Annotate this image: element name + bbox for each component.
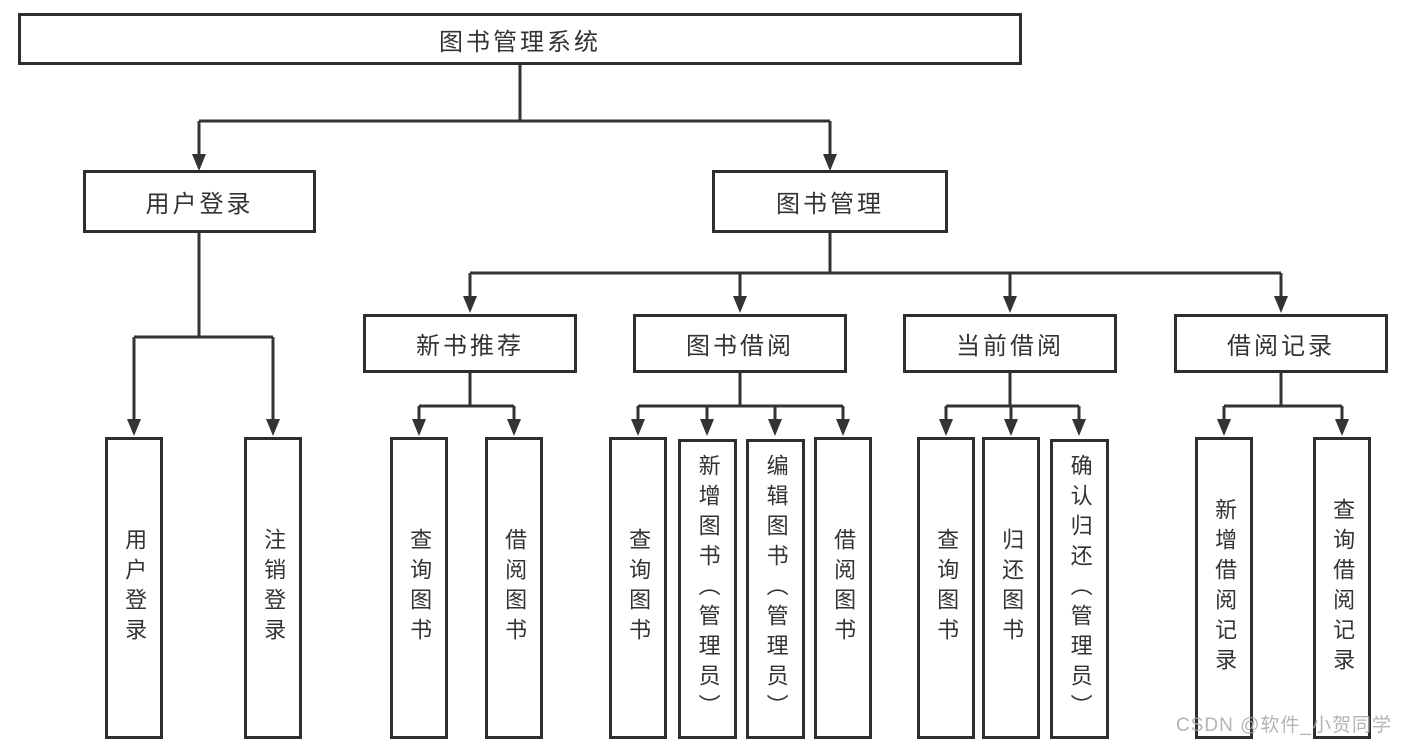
leaf-newbook-query-books: 查询图书 (390, 437, 448, 739)
leaf-newbook-borrow-books: 借阅图书 (485, 437, 543, 739)
node-label: 图书管理系统 (439, 28, 601, 56)
node-label: 借阅图书 (502, 528, 528, 648)
node-book-borrow: 图书借阅 (633, 314, 847, 373)
arrowheads-book-borrow (631, 419, 850, 436)
node-user-login: 用户登录 (83, 170, 316, 233)
node-label: 查询图书 (407, 528, 433, 648)
leaf-user-login: 用户登录 (105, 437, 163, 739)
node-label: 新增图书（管理员） (695, 454, 721, 724)
arrowhead (768, 419, 782, 436)
arrowheads-root-to-level2 (192, 154, 837, 171)
node-label: 注销登录 (261, 528, 287, 648)
arrowhead (939, 419, 953, 436)
arrowhead (1335, 419, 1349, 436)
node-label: 归还图书 (999, 528, 1025, 648)
connector-new-book-to-leaves (417, 373, 516, 421)
node-label: 图书管理 (776, 191, 884, 218)
arrowhead (1004, 419, 1018, 436)
arrowhead (192, 154, 206, 171)
arrowhead (127, 419, 141, 436)
arrowhead (1072, 419, 1086, 436)
node-borrow-records: 借阅记录 (1174, 314, 1388, 373)
arrowhead (1274, 296, 1288, 313)
node-label: 确认归还（管理员） (1067, 454, 1093, 724)
node-label: 借阅图书 (831, 528, 857, 648)
leaf-borrow-borrow-books: 借阅图书 (814, 437, 872, 739)
connector-book-management-to-level3 (468, 233, 1283, 298)
leaf-current-query-books: 查询图书 (917, 437, 975, 739)
leaf-records-query-record: 查询借阅记录 (1313, 437, 1371, 739)
node-label: 编辑图书（管理员） (763, 454, 789, 724)
node-label: 图书借阅 (686, 333, 794, 360)
arrowheads-new-book (412, 419, 521, 436)
node-label: 用户登录 (145, 191, 254, 218)
arrowheads-book-management (463, 296, 1288, 313)
node-label: 新书推荐 (416, 333, 524, 360)
leaf-logout: 注销登录 (244, 437, 302, 739)
connector-book-borrow-to-leaves (636, 373, 845, 421)
arrowhead (266, 419, 280, 436)
watermark: CSDN @软件_小贺同学 (1176, 715, 1392, 736)
connector-current-borrow-to-leaves (944, 373, 1081, 421)
leaf-borrow-add-books-admin: 新增图书（管理员） (678, 439, 737, 739)
arrowhead (823, 154, 837, 171)
node-label: 查询图书 (934, 528, 960, 648)
leaf-borrow-query-books: 查询图书 (609, 437, 667, 739)
arrowhead (631, 419, 645, 436)
node-book-management: 图书管理 (712, 170, 948, 233)
connector-user-login-to-leaves (132, 233, 275, 420)
arrowhead (836, 419, 850, 436)
node-library-management-system: 图书管理系统 (18, 13, 1022, 65)
arrowhead (733, 296, 747, 313)
arrowheads-current-borrow (939, 419, 1086, 436)
node-label: 查询图书 (626, 528, 652, 648)
leaf-current-confirm-return-admin: 确认归还（管理员） (1050, 439, 1109, 739)
node-label: 用户登录 (122, 528, 148, 648)
node-current-borrow: 当前借阅 (903, 314, 1117, 373)
connector-root-to-level2 (197, 65, 832, 158)
arrowhead (412, 419, 426, 436)
connector-borrow-records-to-leaves (1222, 373, 1344, 421)
node-label: 查询借阅记录 (1330, 498, 1356, 678)
leaf-current-return-books: 归还图书 (982, 437, 1040, 739)
arrowhead (700, 419, 714, 436)
leaf-records-add-record: 新增借阅记录 (1195, 437, 1253, 739)
arrowhead (1003, 296, 1017, 313)
node-new-book-recommend: 新书推荐 (363, 314, 577, 373)
node-label: 新增借阅记录 (1212, 498, 1238, 678)
node-label: 借阅记录 (1227, 333, 1335, 360)
arrowheads-borrow-records (1217, 419, 1349, 436)
node-label: 当前借阅 (956, 333, 1064, 360)
arrowheads-user-login (127, 419, 280, 436)
arrowhead (463, 296, 477, 313)
arrowhead (1217, 419, 1231, 436)
arrowhead (507, 419, 521, 436)
leaf-borrow-edit-books-admin: 编辑图书（管理员） (746, 439, 805, 739)
